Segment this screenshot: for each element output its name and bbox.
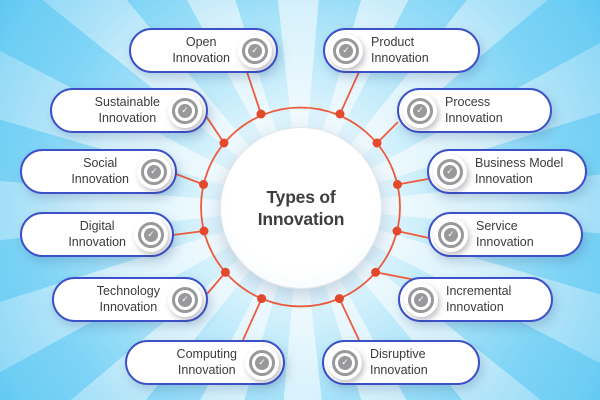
connector-dot [256,109,266,119]
connector-line [246,71,262,115]
check-badge-icon: ✓ [168,282,202,317]
connector-dot [371,267,381,277]
connector-line [206,271,227,295]
check-badge-icon: ✓ [434,217,468,252]
pill-label: Computing Innovation [176,347,237,377]
pill-label: Technology Innovation [96,284,160,314]
hub-circle: Types of Innovation [220,127,382,289]
connector-line [172,230,205,236]
pill-incremental-innovation: ✓ Incremental Innovation [398,277,553,322]
connector-dot [199,180,208,189]
pill-label: Incremental Innovation [446,284,512,314]
pill-technology-innovation: Technology Innovation ✓ [52,277,208,322]
pill-open-innovation: Open Innovation ✓ [129,28,278,73]
pill-social-innovation: Social Innovation ✓ [20,149,177,194]
diagram-title: Types of Innovation [221,186,381,230]
pill-business-model-innovation: ✓ Business Model Innovation [427,149,587,194]
connector-dot [220,267,230,277]
connector-line [175,173,204,186]
pill-disruptive-innovation: ✓ Disruptive Innovation [322,340,480,385]
connector-line [242,298,263,341]
pill-label: Process Innovation [445,95,503,125]
pill-label: Sustainable Innovation [94,95,160,125]
connector-dot [372,138,382,148]
connector-dot [257,294,267,304]
connector-dot [392,226,402,236]
check-badge-icon: ✓ [328,345,362,380]
connector-dot [199,226,209,236]
pill-process-innovation: ✓ Process Innovation [397,88,552,133]
connector-line [396,230,430,239]
check-badge-icon: ✓ [329,33,363,68]
connector-dot [219,138,229,148]
check-badge-icon: ✓ [137,154,171,189]
connector-line [397,178,429,186]
title-line-1: Types of [266,187,336,207]
connector-line [338,298,360,341]
pill-computing-innovation: Computing Innovation ✓ [125,340,285,385]
pill-service-innovation: ✓ Service Innovation [428,212,583,257]
connector-dot [334,294,344,304]
check-badge-icon: ✓ [245,345,279,380]
pill-label: Digital Innovation [68,219,126,249]
pill-product-innovation: ✓ Product Innovation [323,28,480,73]
connector-dot [393,180,402,189]
pill-digital-innovation: Digital Innovation ✓ [20,212,174,257]
pill-label: Disruptive Innovation [370,347,428,377]
check-badge-icon: ✓ [433,154,467,189]
pill-label: Open Innovation [172,35,230,65]
check-badge-icon: ✓ [404,282,438,317]
hub-ring [200,106,401,308]
pill-label: Social Innovation [71,156,129,186]
check-badge-icon: ✓ [238,33,272,68]
connector-line [376,121,399,144]
pill-label: Business Model Innovation [475,156,564,186]
connector-line [205,115,225,144]
pill-sustainable-innovation: Sustainable Innovation ✓ [50,88,208,133]
check-badge-icon: ✓ [134,217,168,252]
title-line-2: Innovation [257,209,345,229]
connector-dot [335,109,345,119]
check-badge-icon: ✓ [168,93,202,128]
connector-line [339,71,360,115]
pill-label: Product Innovation [371,35,429,65]
pill-label: Service Innovation [476,219,534,249]
check-badge-icon: ✓ [403,93,437,128]
